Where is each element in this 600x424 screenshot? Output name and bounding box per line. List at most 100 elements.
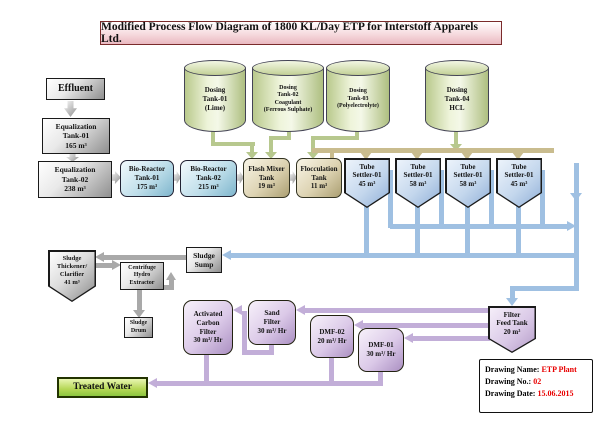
effluent-box: Effluent <box>46 78 105 100</box>
drawing-name-line: Drawing Name: ETP Plant <box>485 365 588 374</box>
effluent-label: Effluent <box>58 82 93 94</box>
centrifuge-hydro-extractor: Centrifuge Hydro Extractor <box>120 262 164 290</box>
shield-face: Tube Settler-01 45 m³ <box>345 159 389 207</box>
dosing-tank-03-label: Dosing Tank-03 (Polyelectrolyte) <box>337 88 379 110</box>
arrowhead-left <box>222 250 231 260</box>
pipe-sand-acf <box>242 350 274 355</box>
bio-reactor-tank-01: Bio-Reactor Tank-01 175 m³ <box>120 160 174 197</box>
arrowhead-down <box>307 152 319 159</box>
cylinder-body: Dosing Tank-02 Coagulant (Ferrous Sulpha… <box>252 68 324 132</box>
dosing-tank-01-label: Dosing Tank-01 (Lime) <box>202 86 228 112</box>
drawing-no-label: Drawing No.: <box>485 377 532 386</box>
shield-face: Tube Settler-01 58 m³ <box>396 159 440 207</box>
pipe-dosing3 <box>311 140 315 153</box>
dosing-tank-02-label: Dosing Tank-02 Coagulant (Ferrous Sulpha… <box>263 84 313 114</box>
arrowhead-down <box>570 193 582 201</box>
equalization-tank-01-label: Equalization Tank-01 165 m³ <box>55 121 97 150</box>
arrowhead-left <box>404 333 413 343</box>
tube-settler-2-label: Tube Settler-01 58 m³ <box>403 162 433 189</box>
pipe-settler-drain <box>516 200 521 255</box>
pipe-sump-thickener <box>102 255 186 260</box>
pipe-acf-out <box>204 355 209 386</box>
dosing-tank-03: Dosing Tank-03 (Polyelectrolyte) <box>326 60 390 132</box>
pipe-dosing2 <box>287 128 291 140</box>
arrowhead-down <box>133 310 145 318</box>
pipe-clearwater-collector <box>390 224 568 229</box>
sand-filter: Sand Filter 30 m³/ Hr <box>248 300 296 345</box>
pipe-settler-riser <box>388 170 393 228</box>
dosing-tank-04-label: Dosing Tank-04 HCL <box>444 86 470 112</box>
tube-settler-1: Tube Settler-01 45 m³ <box>344 158 390 208</box>
pipe-dosing3 <box>311 136 359 140</box>
sludge-thickener-label: Sludge Thickener/ Clarifier 41 m³ <box>56 254 88 286</box>
flow-arrow-eq1-eq2 <box>66 153 79 162</box>
pipe-fft-dmf1 <box>411 336 490 341</box>
bio-reactor-tank-02-label: Bio-Reactor Tank-02 215 m³ <box>190 165 227 191</box>
pipe-settler-riser <box>540 170 545 228</box>
flow-arrow-eq2-bio1 <box>110 171 121 184</box>
sludge-drum-label: Sludge Drum <box>129 320 148 334</box>
cylinder-top <box>252 60 324 76</box>
flow-arrow-bio1-bio2 <box>173 171 181 184</box>
tube-settler-3-label: Tube Settler-01 58 m³ <box>453 162 483 189</box>
flow-arrow-bio2-flash <box>236 171 244 184</box>
flow-arrow-effluent-eq1 <box>64 101 77 117</box>
pipe-settler-drain <box>465 200 470 255</box>
shield-face: Sludge Thickener/ Clarifier 41 m³ <box>49 251 95 301</box>
cylinder-top <box>184 60 246 76</box>
pipe-fft-elbow <box>512 286 579 291</box>
bio-reactor-tank-02: Bio-Reactor Tank-02 215 m³ <box>180 160 237 197</box>
pipe-settler-riser <box>489 170 494 228</box>
sludge-drum: Sludge Drum <box>124 317 153 338</box>
tube-settler-1-label: Tube Settler-01 45 m³ <box>352 162 382 189</box>
pipe-settler-riser <box>439 170 444 228</box>
centrifuge-label: Centrifuge Hydro Extractor <box>128 264 156 286</box>
filter-feed-tank: Filter Feed Tank 20 m³ <box>488 306 536 353</box>
equalization-tank-02-label: Equalization Tank-02 238 m³ <box>54 165 96 194</box>
arrowhead-down <box>246 152 258 159</box>
arrowhead-up <box>166 272 176 280</box>
equalization-tank-02: Equalization Tank-02 238 m³ <box>38 161 112 198</box>
pipe-dosing4 <box>454 128 458 148</box>
sludge-sump: Sludge Sump <box>186 247 222 273</box>
pipe-centrifuge-return <box>164 285 174 290</box>
drawing-no-value: 02 <box>533 377 542 386</box>
shield-face: Tube Settler-01 45 m³ <box>497 159 541 207</box>
flow-arrow-flash-floc <box>289 171 297 184</box>
pipe-fft-sand <box>303 308 490 313</box>
cylinder-top <box>425 60 489 76</box>
pipe-dosing2 <box>269 136 291 140</box>
flash-mixer-tank: Flash Mixer Tank 19 m³ <box>243 158 290 198</box>
treated-water-box: Treated Water <box>57 377 148 398</box>
pipe-dmf2-out <box>329 358 334 386</box>
cylinder-top <box>326 60 390 76</box>
flash-mixer-label: Flash Mixer Tank 19 m³ <box>248 164 285 191</box>
flocculation-label: Flocculation Tank 11 m³ <box>300 164 338 191</box>
sludge-thickener-clarifier: Sludge Thickener/ Clarifier 41 m³ <box>48 250 96 302</box>
pipe-dosing3 <box>355 128 359 140</box>
arrowhead-down <box>461 152 473 160</box>
arrowhead-right <box>567 221 576 231</box>
pipe-settler-drain <box>415 200 420 255</box>
drawing-name-label: Drawing Name: <box>485 365 540 374</box>
pipe-distribution-bar <box>312 148 554 153</box>
arrowhead-down <box>360 152 372 160</box>
pipe-sand-acf <box>242 311 247 355</box>
pipe-fft-dmf2 <box>361 323 490 328</box>
pipe-fft-drop <box>510 286 515 299</box>
drawing-info-box: Drawing Name: ETP Plant Drawing No.: 02 … <box>479 359 593 413</box>
sand-filter-label: Sand Filter 30 m³/ Hr <box>257 309 287 335</box>
pipe-sludge-collector <box>229 253 579 258</box>
arrowhead-left <box>148 378 157 388</box>
dmf-01: DMF-01 30 m³/ Hr <box>358 328 404 372</box>
tube-settler-3: Tube Settler-01 58 m³ <box>445 158 491 208</box>
pipe-main-vertical <box>574 163 579 291</box>
tube-settler-2: Tube Settler-01 58 m³ <box>395 158 441 208</box>
dosing-tank-04: Dosing Tank-04 HCL <box>425 60 489 132</box>
arrowhead-left <box>296 305 305 315</box>
pipe-dosing1 <box>211 128 215 144</box>
pipe-floc-stub <box>330 152 334 159</box>
drawing-no-line: Drawing No.: 02 <box>485 377 588 386</box>
sludge-sump-label: Sludge Sump <box>193 250 215 269</box>
